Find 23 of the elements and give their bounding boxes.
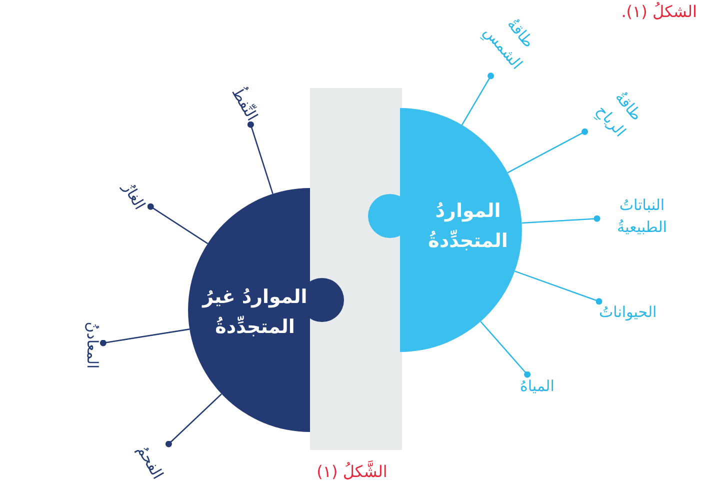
- item-label: الفحمُ: [131, 440, 169, 483]
- disc-title: المواردُ غيرُ المتجدِّدةُ: [200, 285, 308, 340]
- leader-line: [514, 270, 602, 305]
- leader-line: [461, 72, 494, 126]
- item-label: المعادنُ: [80, 321, 104, 368]
- figure-label: الشكلُ (١).: [621, 2, 697, 21]
- disc-title: المواردُ المتجدِّدةُ: [427, 199, 509, 254]
- item-label: الغازُ: [117, 178, 151, 214]
- item-label: طاقةُ الرياحِ: [584, 77, 656, 149]
- leader-line: [480, 321, 531, 378]
- leader-line: [522, 215, 600, 224]
- leader-line: [247, 121, 274, 194]
- item-label: طاقةُ الشمسِ: [476, 4, 548, 76]
- leader-line: [507, 128, 588, 174]
- leader-line: [147, 203, 208, 244]
- item-label: الحيواناتُ: [599, 300, 657, 323]
- item-label: النِّفطُ: [226, 82, 263, 125]
- caption: الشَّكلُ (١): [316, 462, 388, 481]
- item-label: النباتاتُ الطبيعيةُ: [597, 194, 687, 238]
- item-label: المياهُ: [520, 374, 554, 397]
- leader-line: [165, 394, 222, 448]
- leader-line: [100, 328, 190, 346]
- center-panel: [310, 88, 402, 450]
